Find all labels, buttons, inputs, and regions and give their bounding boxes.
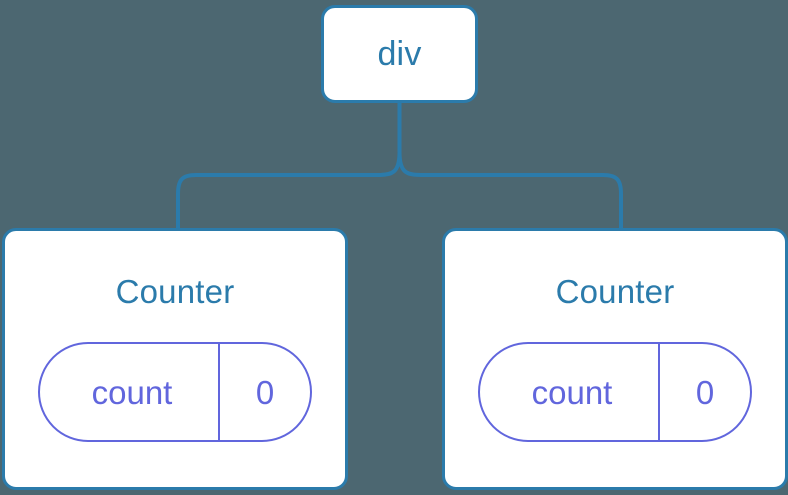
state-key-left: count — [91, 373, 173, 411]
node-counter-right[interactable]: Counter count 0 — [442, 228, 788, 490]
state-pill-left[interactable]: count 0 — [38, 342, 312, 442]
state-pill-right[interactable]: count 0 — [478, 342, 752, 442]
node-div-label: div — [377, 35, 422, 73]
state-key-right: count — [531, 373, 613, 411]
state-value-left: 0 — [218, 344, 310, 440]
state-value-right: 0 — [658, 344, 750, 440]
node-div[interactable]: div — [321, 5, 478, 103]
connector-branch-right — [397, 151, 623, 228]
connector-branch-left — [176, 151, 402, 228]
node-counter-right-label: Counter — [555, 273, 675, 310]
node-counter-left-label: Counter — [115, 273, 235, 310]
node-counter-left[interactable]: Counter count 0 — [2, 228, 348, 490]
